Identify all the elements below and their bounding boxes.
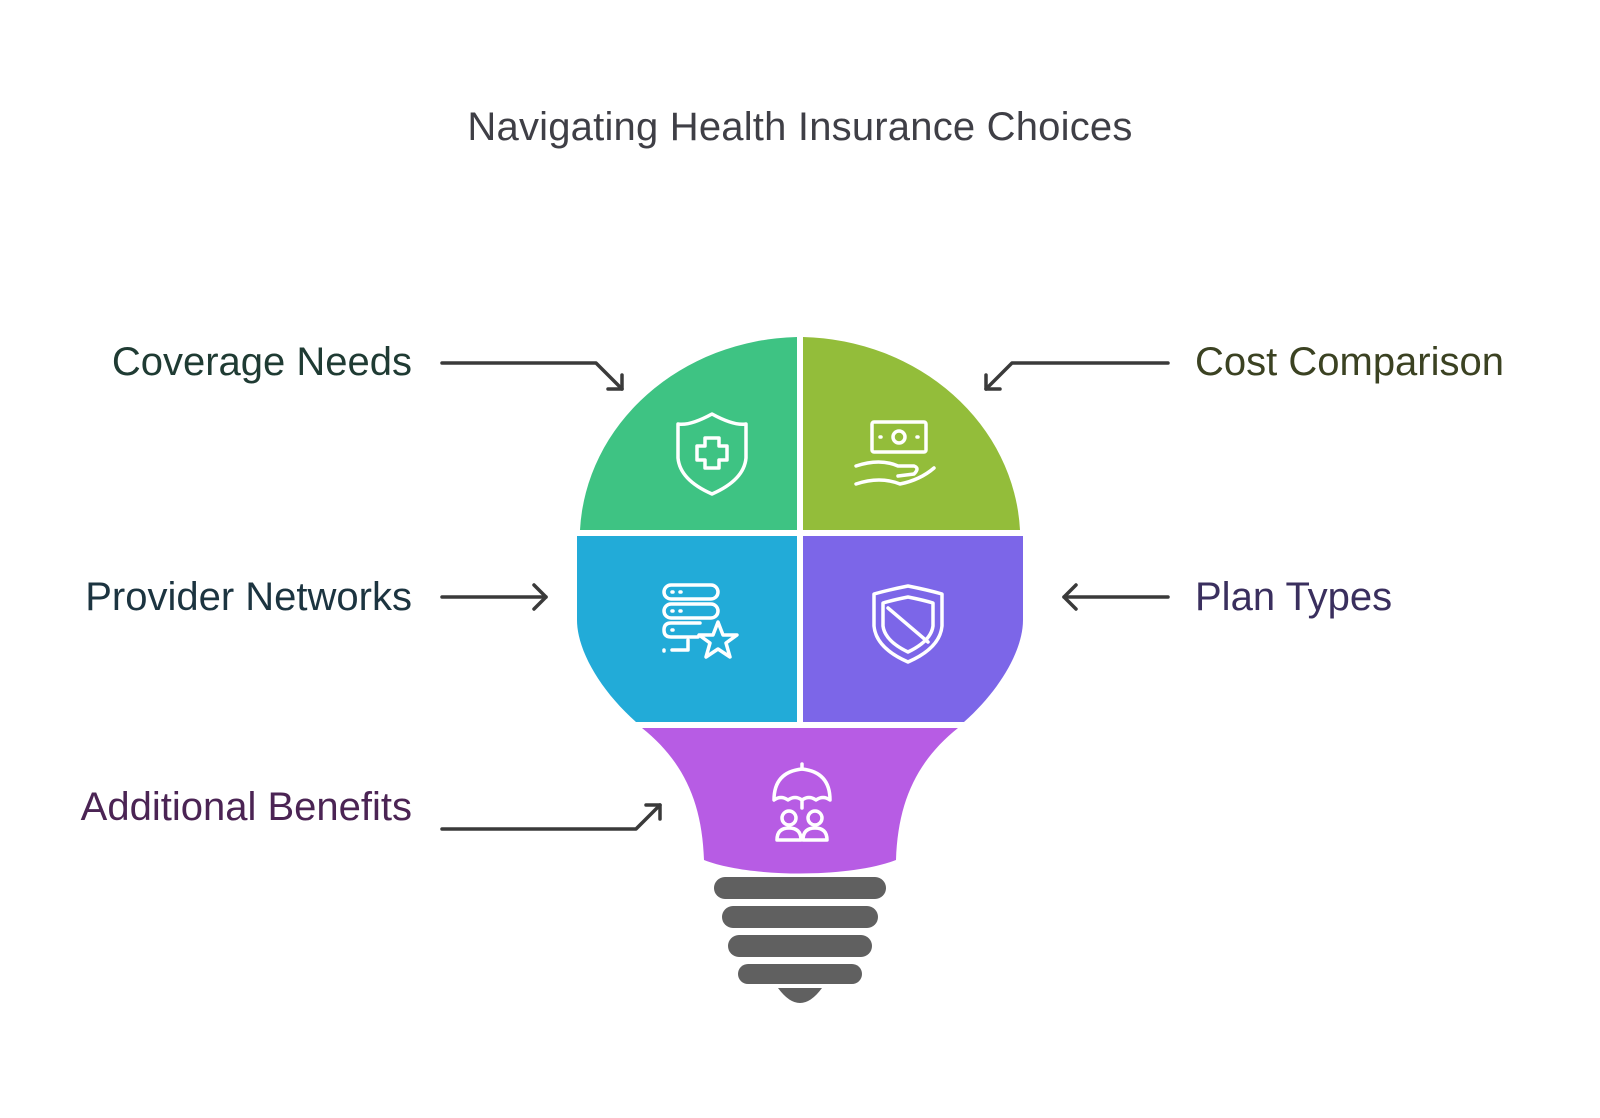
label-coverage-needs: Coverage Needs — [111, 340, 412, 384]
label-cost-comparison: Cost Comparison — [1195, 340, 1505, 384]
bulb-base — [714, 877, 886, 1003]
shield-plus-icon — [676, 412, 748, 496]
label-plan-types: Plan Types — [1195, 575, 1393, 619]
arrow-cost — [984, 361, 1170, 391]
server-star-icon — [662, 583, 739, 659]
base-thread — [722, 906, 878, 928]
diagram-title: Navigating Health Insurance Choices — [467, 105, 1133, 149]
arrow-provider — [440, 583, 548, 611]
umbrella-family-icon — [772, 762, 832, 842]
segment-coverage — [580, 337, 797, 530]
money-hand-icon — [854, 420, 936, 486]
base-thread — [728, 935, 872, 957]
label-provider-networks: Provider Networks — [85, 575, 412, 619]
striped-shield-icon — [872, 584, 944, 664]
label-additional-benefits: Additional Benefits — [80, 785, 412, 829]
arrow-additional — [440, 803, 662, 831]
base-thread — [714, 877, 886, 899]
base-tip — [778, 988, 822, 1003]
segment-provider — [577, 536, 797, 722]
segment-cost — [803, 337, 1020, 530]
arrow-plan — [1062, 583, 1170, 611]
base-thread — [738, 964, 862, 984]
arrow-coverage — [440, 361, 624, 391]
